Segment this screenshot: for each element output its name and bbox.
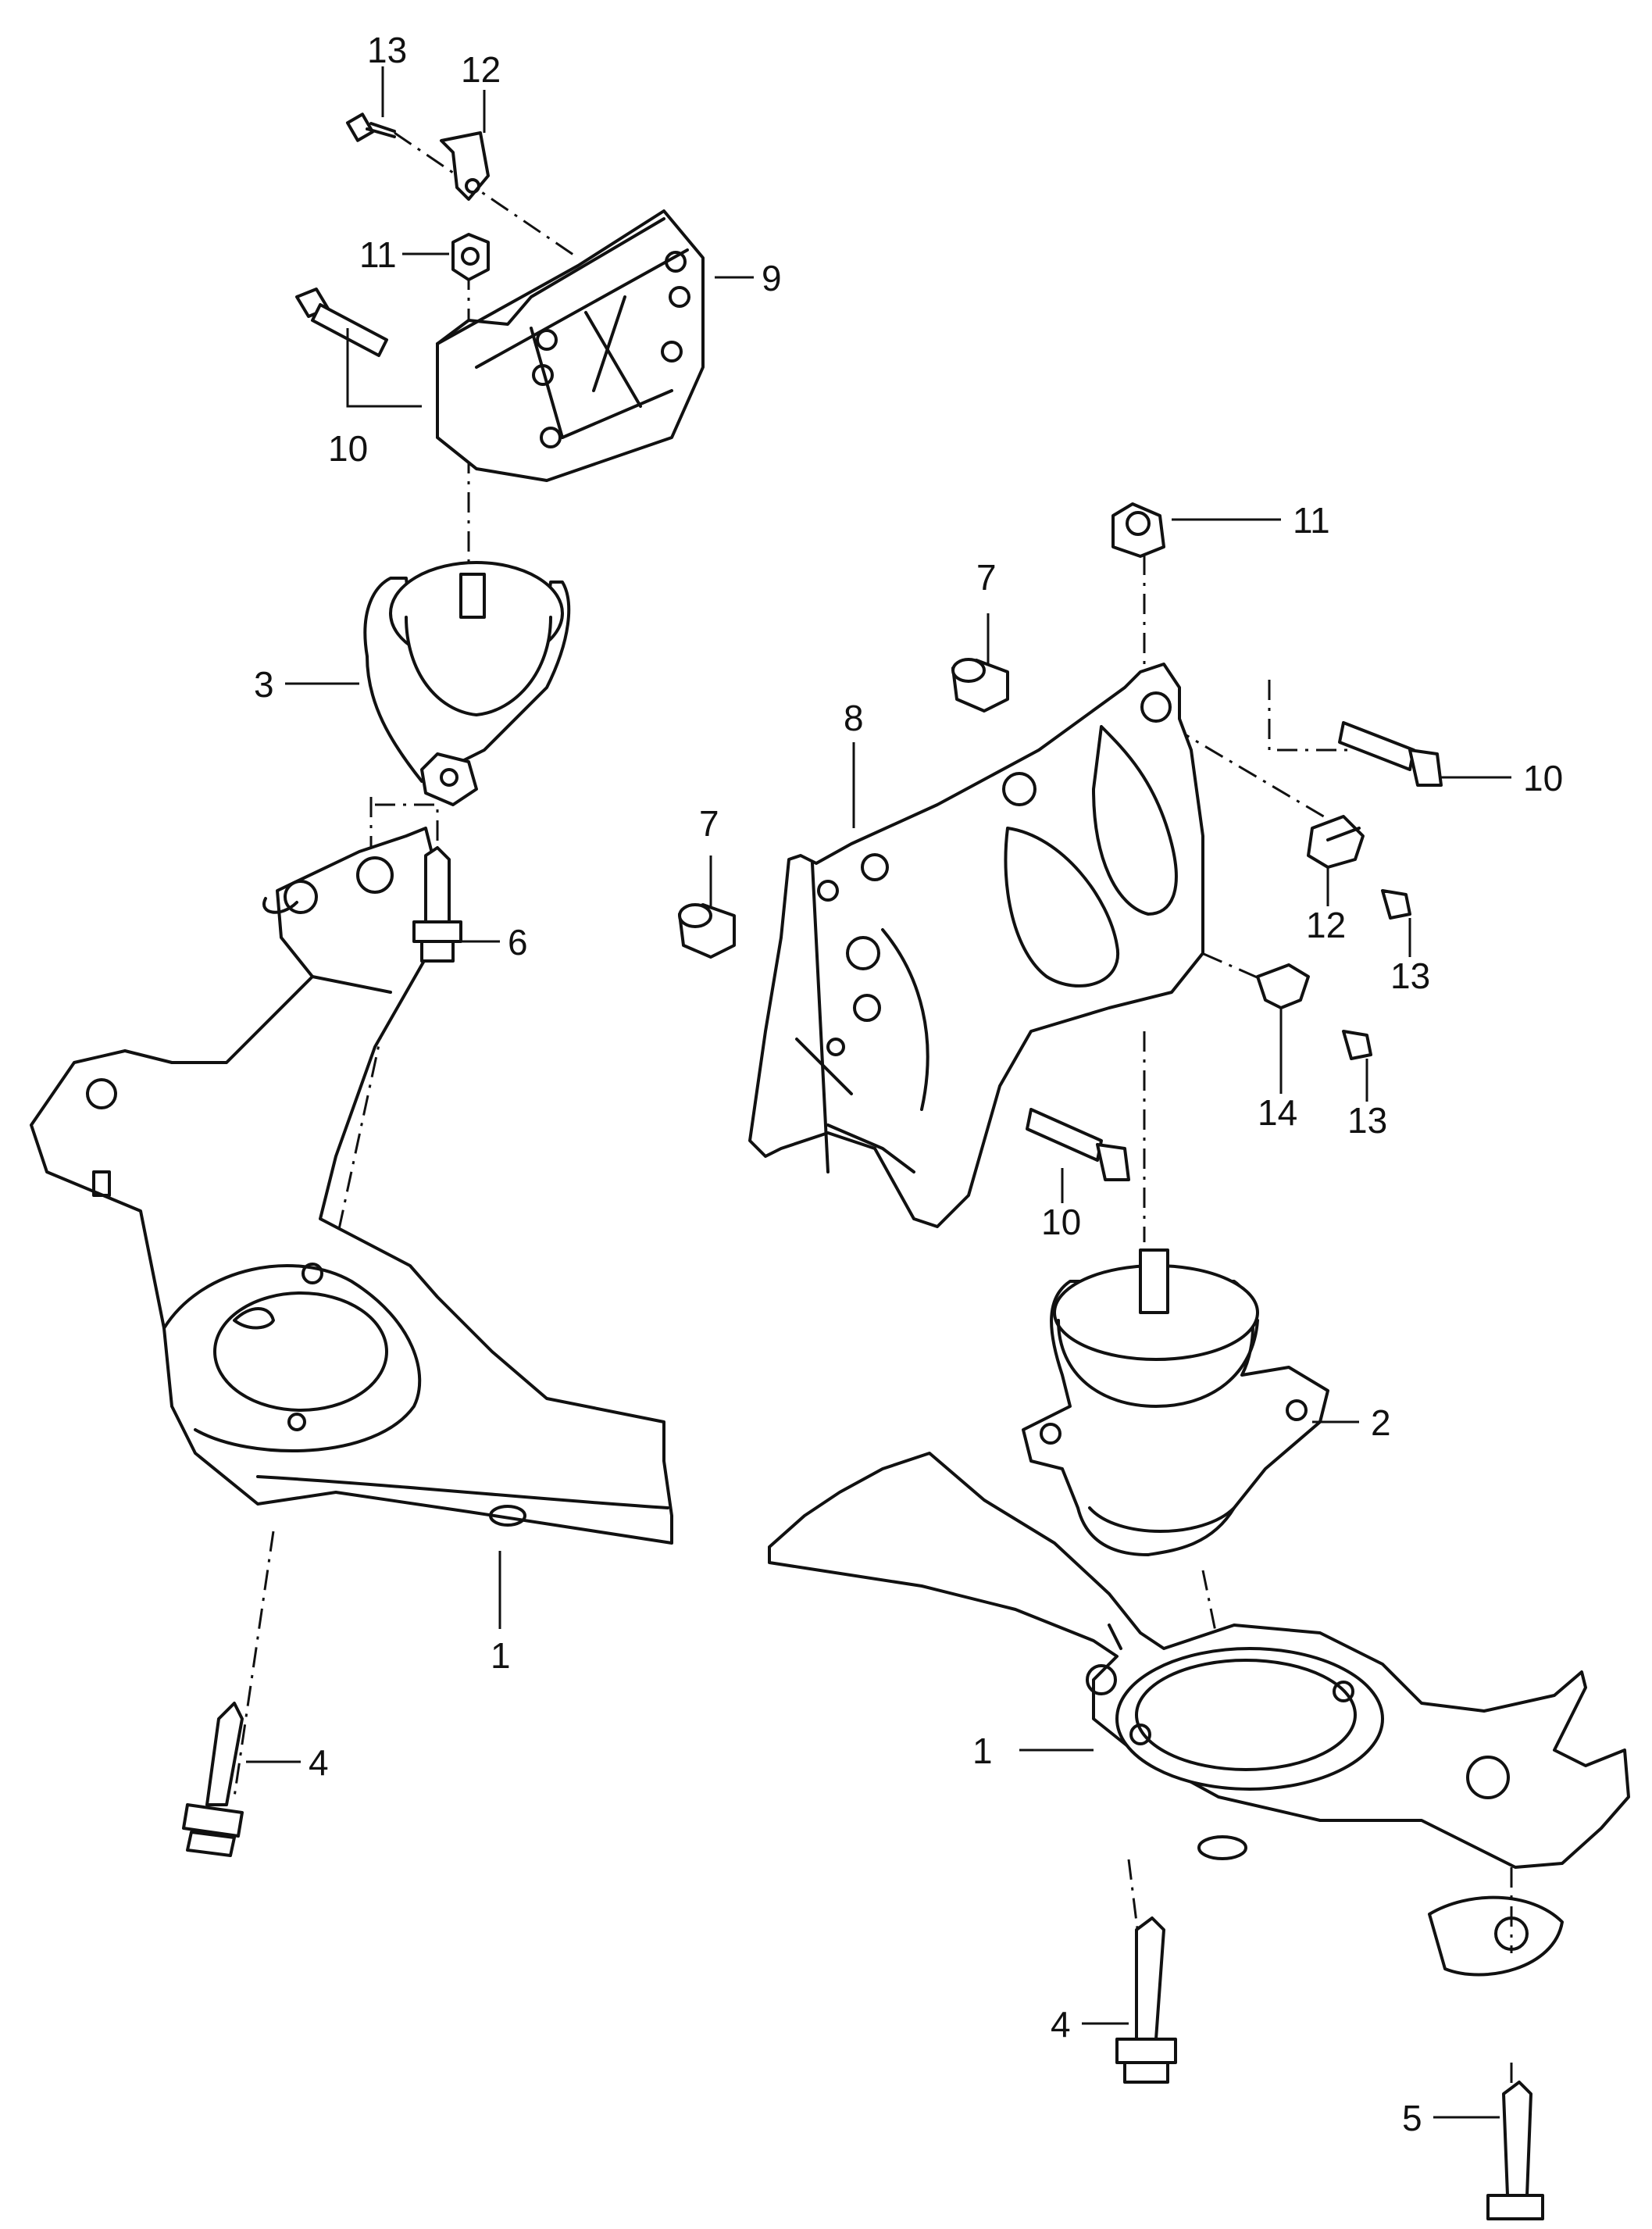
callout-9: 9 bbox=[762, 258, 782, 298]
callout-13-top: 13 bbox=[367, 30, 407, 70]
callout-10-left: 10 bbox=[328, 428, 368, 469]
bolt-5 bbox=[1486, 2081, 1544, 2220]
subframe-arm-left bbox=[30, 827, 673, 1545]
callout-12-right: 12 bbox=[1306, 905, 1346, 945]
upper-mount-bracket bbox=[436, 209, 705, 482]
clip-14 bbox=[1256, 963, 1310, 1009]
nut-11-right bbox=[1111, 502, 1165, 558]
callout-3: 3 bbox=[254, 664, 274, 705]
callout-1-right: 1 bbox=[972, 1731, 993, 1771]
bushing-7-upper bbox=[951, 658, 1009, 713]
bolt-10-right-upper bbox=[1338, 721, 1443, 787]
clip-12-top bbox=[440, 131, 490, 201]
callout-4-right: 4 bbox=[1051, 2004, 1071, 2045]
bolt-4-left bbox=[182, 1702, 244, 1857]
bolt-6 bbox=[412, 846, 462, 963]
callout-12-top: 12 bbox=[461, 49, 501, 90]
callout-10-right-upper: 10 bbox=[1523, 758, 1563, 798]
callout-13-right-upper: 13 bbox=[1390, 956, 1430, 996]
callout-5: 5 bbox=[1402, 2098, 1422, 2138]
bolt-4-right bbox=[1115, 1916, 1177, 2084]
bolt-13-right-upper bbox=[1381, 889, 1411, 920]
clip-12-right bbox=[1307, 815, 1365, 869]
callout-6: 6 bbox=[508, 922, 528, 963]
callout-7-upper: 7 bbox=[976, 557, 997, 598]
callout-labels: 13 12 11 9 10 3 6 1 4 11 7 8 10 7 12 13 … bbox=[254, 30, 1563, 2138]
callout-11-left: 11 bbox=[359, 234, 397, 275]
subframe-right bbox=[768, 1452, 1630, 1977]
bushing-7-lower bbox=[678, 903, 736, 959]
callout-13-right-lower: 13 bbox=[1347, 1100, 1387, 1141]
nut-11-left bbox=[451, 233, 490, 281]
callout-leaders bbox=[246, 66, 1511, 2119]
upper-mount-bracket-right bbox=[748, 663, 1204, 1228]
callout-14: 14 bbox=[1258, 1092, 1297, 1133]
engine-mount-right bbox=[1022, 1248, 1329, 1556]
engine-mount-left bbox=[363, 561, 571, 806]
bolt-10-left bbox=[295, 288, 388, 357]
callout-4-left: 4 bbox=[309, 1742, 329, 1783]
callout-7-lower: 7 bbox=[699, 803, 719, 844]
callout-1-left: 1 bbox=[491, 1635, 511, 1676]
bolt-10-right-lower bbox=[1026, 1108, 1130, 1181]
callout-2: 2 bbox=[1371, 1402, 1391, 1443]
callout-10-right-lower: 10 bbox=[1041, 1202, 1081, 1242]
callout-11-right: 11 bbox=[1293, 500, 1330, 541]
bolt-13-top bbox=[345, 113, 396, 142]
callout-8: 8 bbox=[844, 698, 864, 738]
bolt-13-right-lower bbox=[1342, 1030, 1372, 1060]
